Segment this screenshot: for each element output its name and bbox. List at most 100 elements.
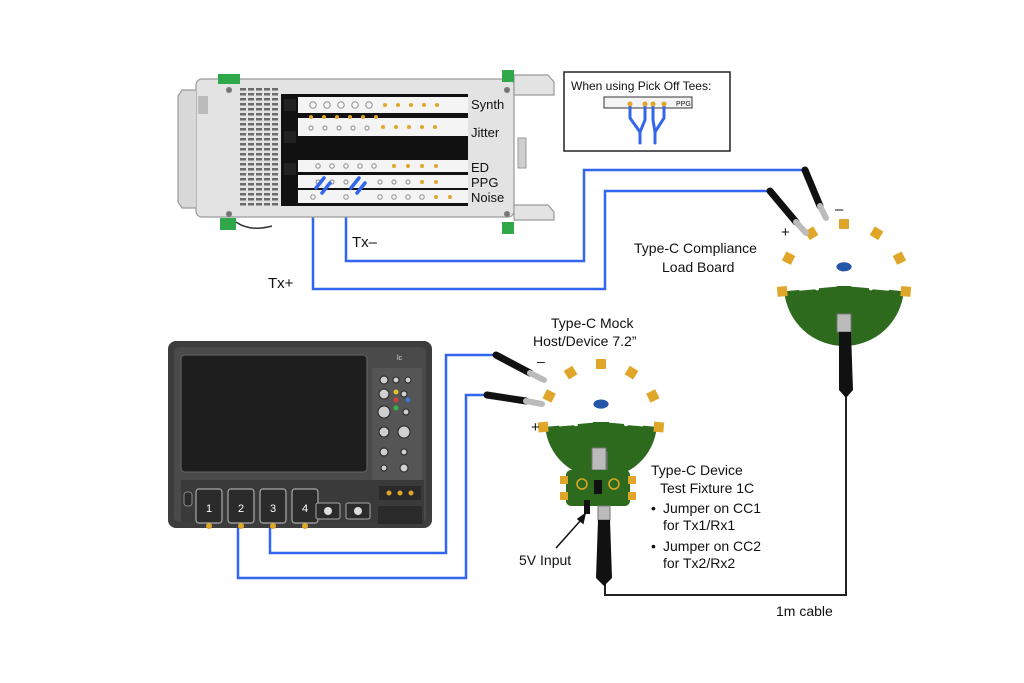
- channel-connector: [302, 523, 308, 529]
- vent-slot: [256, 163, 262, 166]
- indicator: [406, 164, 410, 168]
- vent-slot: [248, 168, 254, 171]
- vent-slot: [272, 93, 278, 96]
- vent-slot: [264, 108, 270, 111]
- arrow-tip: [624, 422, 629, 427]
- vent-slot: [248, 113, 254, 116]
- chip-logo: [592, 398, 610, 410]
- scope-ch3-cable: [268, 353, 500, 555]
- indicator: [381, 125, 385, 129]
- sma-port: [371, 163, 377, 169]
- signal-arrow: [563, 402, 579, 412]
- channel-number: 3: [270, 503, 276, 515]
- sma-connector: [781, 251, 796, 265]
- vent-slot: [248, 98, 254, 101]
- arrow-tip: [612, 398, 617, 403]
- indicator: [420, 125, 424, 129]
- fixture-label-line1: Type-C Device: [651, 462, 743, 478]
- sma-connector: [624, 365, 639, 380]
- vent-slot: [272, 148, 278, 151]
- indicator: [448, 195, 452, 199]
- signal-arrow: [870, 287, 889, 291]
- module-label-ppg: PPG: [471, 175, 498, 190]
- sma-port: [336, 125, 342, 131]
- one-meter-cable-label: 1m cable: [776, 603, 833, 619]
- signal-arrow: [819, 247, 831, 264]
- sma-port: [419, 194, 425, 200]
- pick-off-title: When using Pick Off Tees:: [571, 79, 711, 93]
- signal-arrow: [613, 385, 624, 401]
- indicator: [361, 115, 365, 119]
- scope-knob: [392, 376, 400, 384]
- test-fixture-1c: [560, 447, 636, 586]
- vent-slot: [272, 168, 278, 171]
- scope-knob: [404, 376, 412, 384]
- vent-slot: [256, 88, 262, 91]
- channel-number: 1: [206, 503, 212, 515]
- vent-slot: [240, 128, 246, 131]
- vent-slot: [248, 153, 254, 156]
- vent-slot: [264, 133, 270, 136]
- signal-arrow: [867, 265, 885, 275]
- vent-slot: [256, 143, 262, 146]
- arrow-tip: [599, 394, 603, 399]
- scope-knob: [378, 388, 390, 400]
- vent-slot: [264, 168, 270, 171]
- sma-port: [315, 163, 321, 169]
- signal-arrow: [626, 423, 643, 427]
- sma-connector: [892, 251, 907, 265]
- vent-slot: [256, 168, 262, 171]
- sma-port: [329, 163, 335, 169]
- vent-slot: [248, 118, 254, 121]
- sma-port: [365, 101, 373, 109]
- arrow-tip: [621, 408, 626, 413]
- vent-slot: [256, 108, 262, 111]
- pcb-stem: [837, 286, 851, 316]
- scope-knob: [379, 375, 389, 385]
- vent-slot: [264, 138, 270, 141]
- vent-slot: [248, 108, 254, 111]
- sma-connector: [869, 226, 884, 241]
- vent-slot: [248, 148, 254, 151]
- sma-port: [343, 179, 349, 185]
- vent-slot: [272, 143, 278, 146]
- indicator: [396, 103, 400, 107]
- arrow-tip: [866, 271, 871, 276]
- vent-slot: [264, 158, 270, 161]
- scope-knob: [379, 447, 389, 457]
- pcb-stem: [593, 422, 609, 452]
- vent-slot: [248, 88, 254, 91]
- vent-slot: [240, 88, 246, 91]
- vent-slot: [248, 188, 254, 191]
- channel-number: 4: [302, 503, 308, 515]
- vent-slot: [240, 183, 246, 186]
- vent-slot: [256, 98, 262, 101]
- module-blank: [298, 141, 468, 155]
- vent-slot: [248, 193, 254, 196]
- sma-port: [322, 125, 328, 131]
- vent-slot: [272, 123, 278, 126]
- vent-slot: [248, 93, 254, 96]
- vent-slot: [272, 108, 278, 111]
- sma-port: [391, 179, 397, 185]
- scope-channel-inputs: 1 2 3 4: [195, 488, 319, 529]
- compliance-sma-leads: [766, 166, 829, 236]
- scope-knob: [378, 426, 390, 438]
- sma-port: [405, 179, 411, 185]
- module-label-ed: ED: [471, 160, 489, 175]
- vent-slot: [256, 128, 262, 131]
- vent-slot: [240, 158, 246, 161]
- slot-handle: [284, 99, 296, 111]
- five-volt-input-label: 5V Input: [519, 552, 571, 568]
- indicator: [409, 103, 413, 107]
- ppg-leads: [314, 176, 367, 195]
- one-meter-cable: [604, 396, 847, 596]
- vent-slot: [256, 178, 262, 181]
- arrow-tip: [815, 286, 820, 291]
- sma-connector: [653, 421, 665, 433]
- instrument-handle-left: [177, 89, 196, 209]
- indicator: [433, 125, 437, 129]
- vent-slot: [240, 93, 246, 96]
- indicator: [420, 164, 424, 168]
- channel-number: 2: [238, 503, 244, 515]
